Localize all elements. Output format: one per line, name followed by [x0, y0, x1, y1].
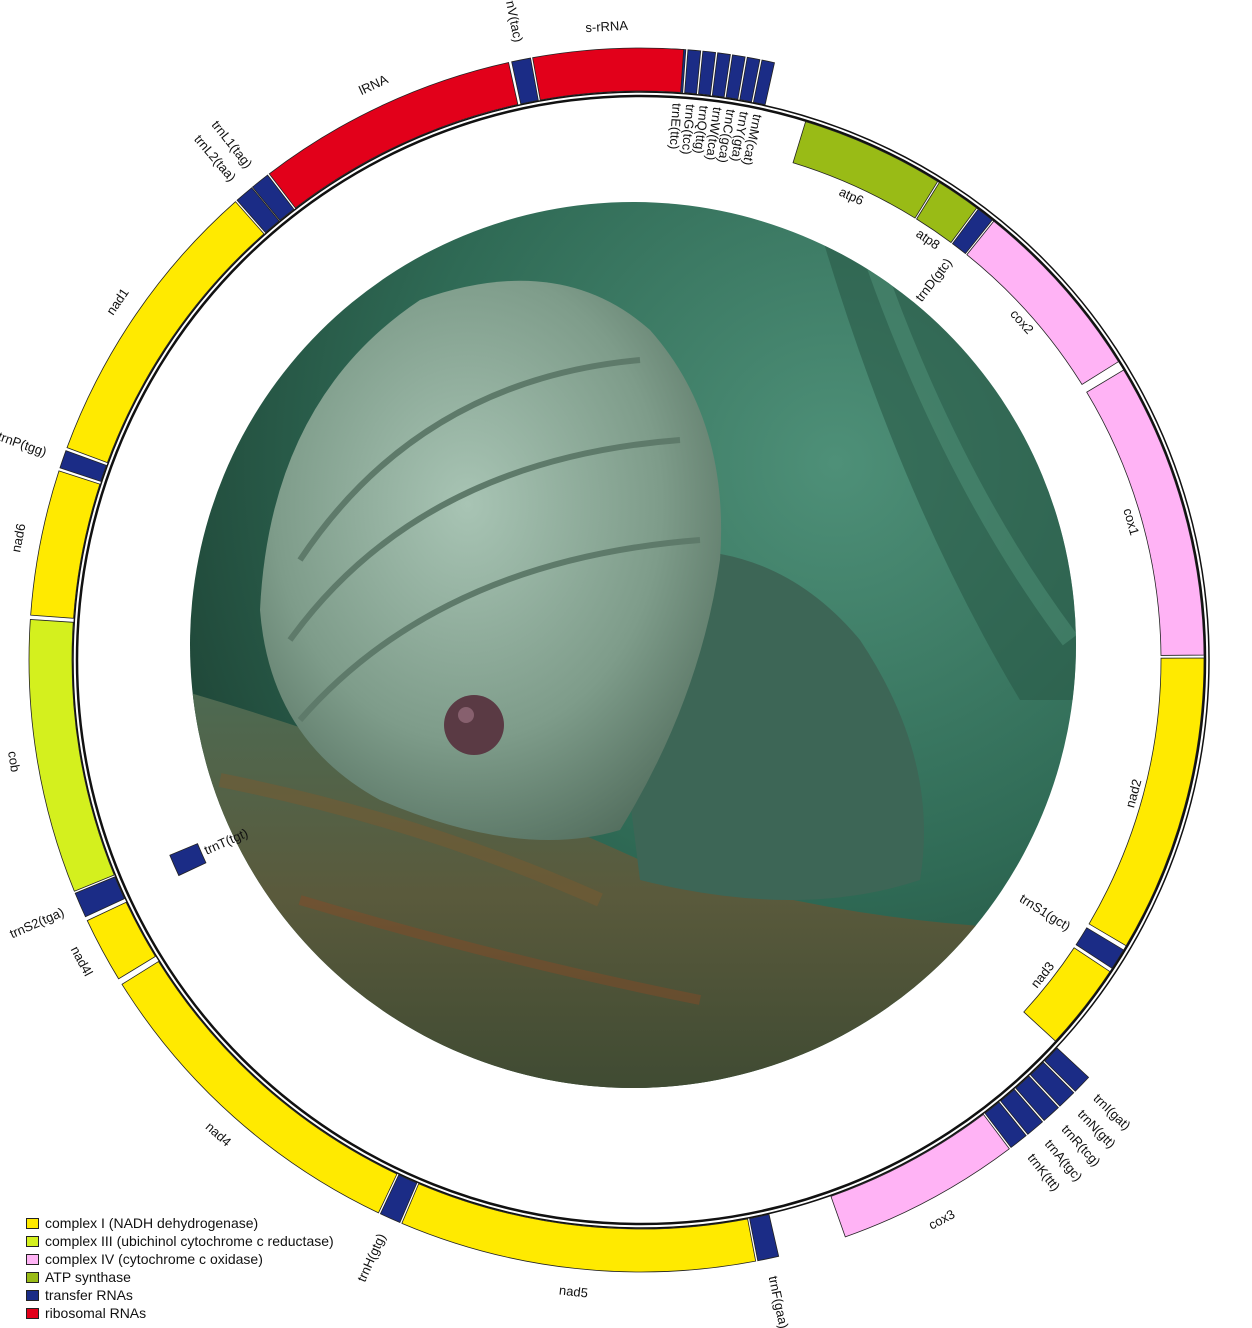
legend-item-complex3: complex III (ubichinol cytochrome c redu… [26, 1232, 334, 1250]
gene-block-cob [29, 619, 114, 891]
legend-label: transfer RNAs [45, 1287, 133, 1303]
gene-block-trnt-tgt [170, 844, 206, 876]
gene-block-cox2 [967, 221, 1119, 384]
gene-block-cox3 [831, 1114, 1009, 1236]
gene-block-nad4l [87, 902, 155, 979]
abalone-photo [180, 190, 1090, 1100]
gene-block-nad4 [122, 962, 397, 1213]
legend-swatch [26, 1236, 39, 1247]
gene-label-nad6: nad6 [8, 522, 28, 553]
gene-label-nad1: nad1 [103, 285, 132, 317]
legend-label: ribosomal RNAs [45, 1305, 146, 1321]
gene-block-nad3 [1024, 948, 1110, 1041]
legend-swatch [26, 1254, 39, 1265]
legend-label: complex I (NADH dehydrogenase) [45, 1215, 258, 1231]
legend: complex I (NADH dehydrogenase) complex II… [26, 1214, 334, 1322]
legend-item-trna: transfer RNAs [26, 1286, 334, 1304]
gene-label-trnh-gtg: trnH(gtg) [354, 1231, 389, 1284]
legend-item-rrna: ribosomal RNAs [26, 1304, 334, 1322]
gene-label-lrna: lRNA [356, 71, 390, 98]
legend-label: complex IV (cytochrome c oxidase) [45, 1251, 263, 1267]
gene-label-nad5: nad5 [558, 1283, 588, 1301]
legend-label: complex III (ubichinol cytochrome c redu… [45, 1233, 334, 1249]
gene-label-trnv-tac: trnV(tac) [501, 0, 525, 43]
gene-label-trns1-gct: trnS1(gct) [1017, 891, 1073, 934]
gene-label-s-rrna: s-rRNA [585, 18, 629, 35]
gene-label-nad4l: nad4l [68, 944, 96, 979]
gene-label-trnp-tgg: trnP(tgg) [0, 429, 49, 460]
gene-block-trng-tcc [685, 50, 701, 94]
gene-label-nad4: nad4 [203, 1119, 235, 1149]
legend-item-complex4: complex IV (cytochrome c oxidase) [26, 1250, 334, 1268]
gene-label-trnf-gaa: trnF(gaa) [766, 1274, 792, 1328]
legend-label: ATP synthase [45, 1269, 131, 1285]
legend-swatch [26, 1308, 39, 1319]
gene-block-lrna [269, 63, 518, 208]
legend-swatch [26, 1272, 39, 1283]
gene-label-cob: cob [5, 750, 23, 773]
gene-block-atp6 [793, 122, 938, 218]
legend-item-atp: ATP synthase [26, 1268, 334, 1286]
gene-label-cox3: cox3 [926, 1206, 957, 1232]
legend-swatch [26, 1290, 39, 1301]
gene-block-nad1 [67, 202, 264, 463]
legend-swatch [26, 1218, 39, 1229]
legend-item-complex1: complex I (NADH dehydrogenase) [26, 1214, 334, 1232]
gene-label-trnd-gtc: trnD(gtc) [912, 255, 955, 304]
gene-label-trns2-tga: trnS2(tga) [7, 904, 66, 941]
